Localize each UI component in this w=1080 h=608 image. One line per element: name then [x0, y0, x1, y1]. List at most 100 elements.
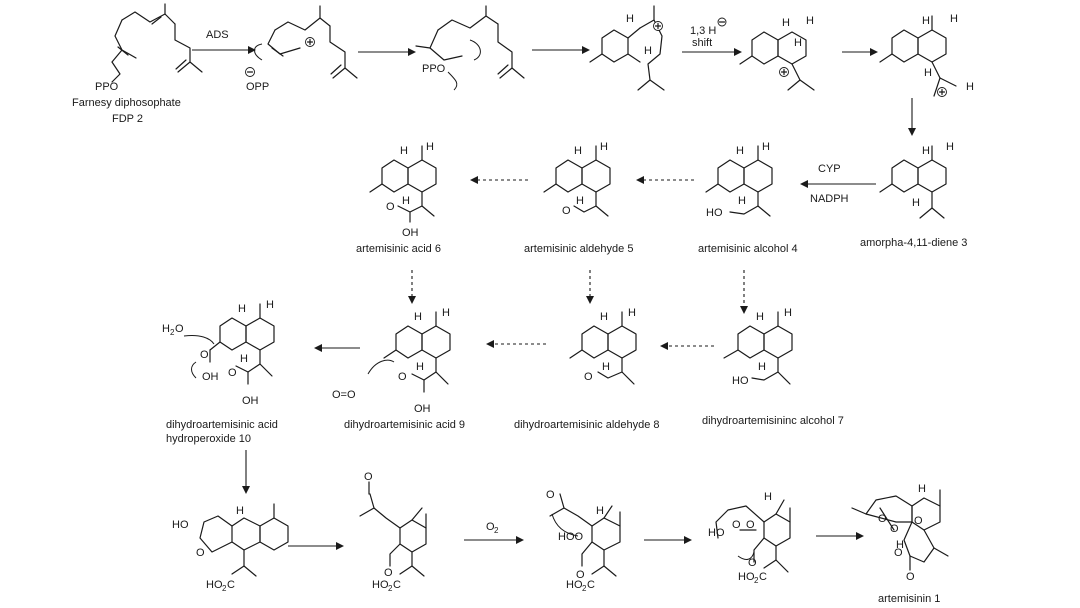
ketoaldehyde-ho2c-c: C [393, 579, 401, 591]
shift-label-2: shift [692, 37, 712, 49]
ads-arrow: ADS [192, 29, 256, 54]
dihydro-alcohol-structure: H H H HO dihydroartemisininc alcohol 7 [702, 307, 844, 427]
artemisinin-o5: O [906, 571, 915, 583]
aldehyde5-o: O [562, 205, 571, 217]
aldehyde8-h3: H [602, 361, 610, 373]
arrow-down-1 [908, 98, 916, 136]
dashed-arrow-4-7 [740, 270, 748, 314]
arrow-4d [816, 532, 864, 540]
amorphane-h2: H [950, 13, 958, 25]
ketoaldehyde-o2: O [384, 567, 393, 579]
amorphadiene-h3: H [912, 197, 920, 209]
water-sub: 2 [170, 328, 175, 337]
hydroperoxide-structure: H H H H 2 O O OH O OH dihydroartemisinic… [162, 299, 278, 445]
enol-h: H [236, 505, 244, 517]
ketoaldehyde-ho2c-sub: 2 [388, 584, 393, 593]
aldehyde8-o: O [584, 371, 593, 383]
artemisinic-alcohol-structure: H H H HO artemisinic alcohol 4 [698, 141, 798, 255]
dashed-arrow-8-9 [486, 340, 546, 348]
arrow-3 [842, 48, 878, 56]
enol-ho2c: HO [206, 579, 223, 591]
hydro10-h1: H [238, 303, 246, 315]
bicyclic-h2: H [806, 15, 814, 27]
o2-label: O [486, 521, 495, 533]
enol-ho: HO [172, 519, 189, 531]
hydro10-label-2: hydroperoxide 10 [166, 433, 251, 445]
dashed-arrow-5-8 [586, 270, 594, 304]
dioxygen-label: O=O [332, 389, 356, 401]
acid6-h3: H [402, 195, 410, 207]
arrow-1 [358, 48, 416, 56]
aldehyde8-h2: H [628, 307, 636, 319]
peroxy-o1: O [546, 489, 555, 501]
arrow-down-2 [242, 450, 250, 494]
hydro10-ooh: OH [202, 371, 219, 383]
artemisinic-acid-structure: H H H O OH artemisinic acid 6 [356, 141, 441, 255]
aldehyde5-h3: H [576, 195, 584, 207]
alcohol4-h1: H [736, 145, 744, 157]
fdp-structure: PPO Farnesy diphosophate FDP 2 [72, 3, 203, 125]
fdp-ppo-label: PPO [95, 81, 119, 93]
o2-arrow: O 2 [464, 521, 524, 544]
peroxy-intermediate-structure: O H HOO O HO 2 C [546, 489, 621, 593]
hydro10-h3: H [240, 353, 248, 365]
artemisinin-h1: H [918, 483, 926, 495]
peroxy-ho2c: HO [566, 579, 583, 591]
acid6-label: artemisinic acid 6 [356, 243, 441, 255]
artemisinin-o2: O [890, 523, 899, 535]
acid9-o: O [398, 371, 407, 383]
allylic-cation-structure: OPP [245, 5, 358, 93]
bicyclic-h3: H [794, 37, 802, 49]
acid6-h1: H [400, 145, 408, 157]
peroxy-hoo: HOO [558, 531, 584, 543]
dihydro-acid-structure: H H H O OH O=O dihydroartemisinic acid 9 [332, 307, 465, 431]
alcohol7-label: dihydroartemisininc alcohol 7 [702, 415, 844, 427]
arrow-2 [532, 46, 590, 54]
bisabolyl-h1: H [626, 13, 634, 25]
alcohol4-h2: H [762, 141, 770, 153]
enol-o: O [196, 547, 205, 559]
aldehyde5-label: artemisinic aldehyde 5 [524, 243, 633, 255]
aldehyde8-label: dihydroartemisinic aldehyde 8 [514, 419, 660, 431]
amorphane-h4: H [966, 81, 974, 93]
artemisinin-o1: O [878, 513, 887, 525]
arrow-4c [644, 536, 692, 544]
peroxy-ho2c-c: C [587, 579, 595, 591]
amorphane-cation-structure: H H H H [879, 13, 974, 97]
hydro10-h2: H [266, 299, 274, 311]
hydro10-acid-oh: OH [242, 395, 259, 407]
amorphadiene-h1: H [922, 145, 930, 157]
acid9-label: dihydroartemisinic acid 9 [344, 419, 465, 431]
artemisinic-aldehyde-structure: H H H O artemisinic aldehyde 5 [524, 141, 633, 255]
ads-label: ADS [206, 29, 229, 41]
hydro10-acid-o: O [228, 367, 237, 379]
alcohol4-label: artemisinic alcohol 4 [698, 243, 798, 255]
artemisinin-structure: H O O O H O O artemisinin 1 [851, 483, 949, 605]
fdp-name-label: Farnesy diphosophate [72, 97, 181, 109]
enol-ho2c-c: C [227, 579, 235, 591]
amorphadiene-structure: H H H amorpha-4,11-diene 3 [860, 141, 967, 249]
hydro10-label-1: dihydroartemisinic acid [166, 419, 278, 431]
ketoaldehyde-structure: O O HO 2 C [359, 471, 427, 593]
dioxetane-ho2c: HO [738, 571, 755, 583]
bisabolyl-h2: H [644, 45, 652, 57]
alcohol7-h3: H [758, 361, 766, 373]
enol-ho2c-sub: 2 [222, 584, 227, 593]
peroxy-h: H [596, 505, 604, 517]
acid9-h3: H [416, 361, 424, 373]
bicyclic-h1: H [782, 17, 790, 29]
alcohol7-h2: H [784, 307, 792, 319]
hydride-shift-arrow: 1,3 H shift [682, 17, 742, 56]
alcohol4-ho: HO [706, 207, 723, 219]
dashed-arrow-4-5 [636, 176, 694, 184]
amorphane-h3: H [924, 67, 932, 79]
dioxetane-o3: O [748, 557, 757, 569]
amorphadiene-h2: H [946, 141, 954, 153]
arrow-4a [288, 542, 344, 550]
dashed-arrow-7-8 [660, 342, 714, 350]
shift-label-1: 1,3 H [690, 25, 716, 37]
dashed-arrow-5-6 [470, 176, 528, 184]
acid9-h2: H [442, 307, 450, 319]
linalyl-pp-structure: PPO [415, 5, 525, 91]
